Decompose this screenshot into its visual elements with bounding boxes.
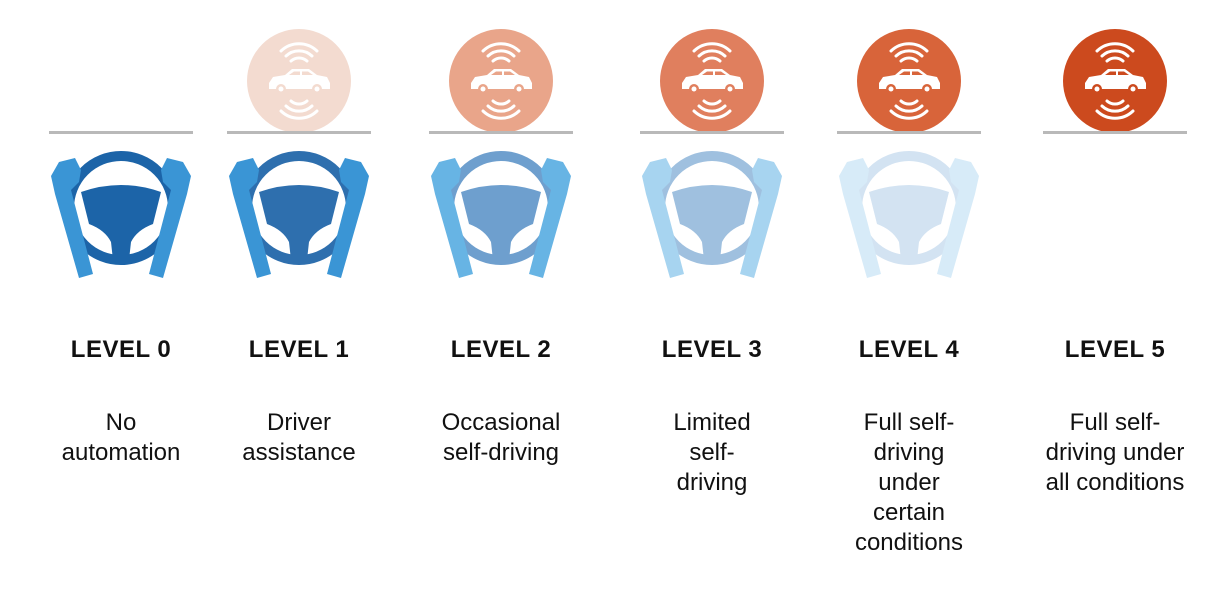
level-2-column: LEVEL 2 Occasional self-driving: [406, 0, 596, 602]
level-description: Full self- driving under certain conditi…: [854, 409, 964, 556]
level-0-column: LEVEL 0 No automation: [26, 0, 216, 602]
level-description: No automation: [61, 409, 181, 466]
level-title: LEVEL 4: [858, 336, 960, 363]
steering-wheel-hands-icon: [421, 142, 581, 280]
level-5-column: LEVEL 5 Full self- driving under all con…: [1020, 0, 1210, 602]
connected-car-icon: [1063, 29, 1167, 133]
divider-line: [837, 131, 981, 134]
connected-car-icon: [247, 29, 351, 133]
steering-wheel-hands-icon: [829, 142, 989, 280]
level-description: Limited self- driving: [673, 409, 751, 496]
level-4-column: LEVEL 4 Full self- driving under certain…: [814, 0, 1004, 602]
connected-car-icon: [857, 29, 961, 133]
level-description: Occasional self-driving: [441, 409, 561, 466]
level-description: Full self- driving under all conditions: [1045, 409, 1185, 496]
level-title: LEVEL 3: [661, 336, 763, 363]
divider-line: [429, 131, 573, 134]
level-description: Driver assistance: [242, 409, 356, 466]
level-title: LEVEL 0: [70, 336, 172, 363]
steering-wheel-hands-icon: [632, 142, 792, 280]
connected-car-icon: [449, 29, 553, 133]
divider-line: [49, 131, 193, 134]
divider-line: [227, 131, 371, 134]
level-title: LEVEL 5: [1064, 336, 1166, 363]
level-title: LEVEL 1: [248, 336, 350, 363]
level-1-column: LEVEL 1 Driver assistance: [204, 0, 394, 602]
steering-wheel-hands-icon: [41, 142, 201, 280]
divider-line: [1043, 131, 1187, 134]
level-title: LEVEL 2: [450, 336, 552, 363]
steering-wheel-hands-icon: [219, 142, 379, 280]
divider-line: [640, 131, 784, 134]
level-3-column: LEVEL 3 Limited self- driving: [617, 0, 807, 602]
connected-car-icon: [660, 29, 764, 133]
